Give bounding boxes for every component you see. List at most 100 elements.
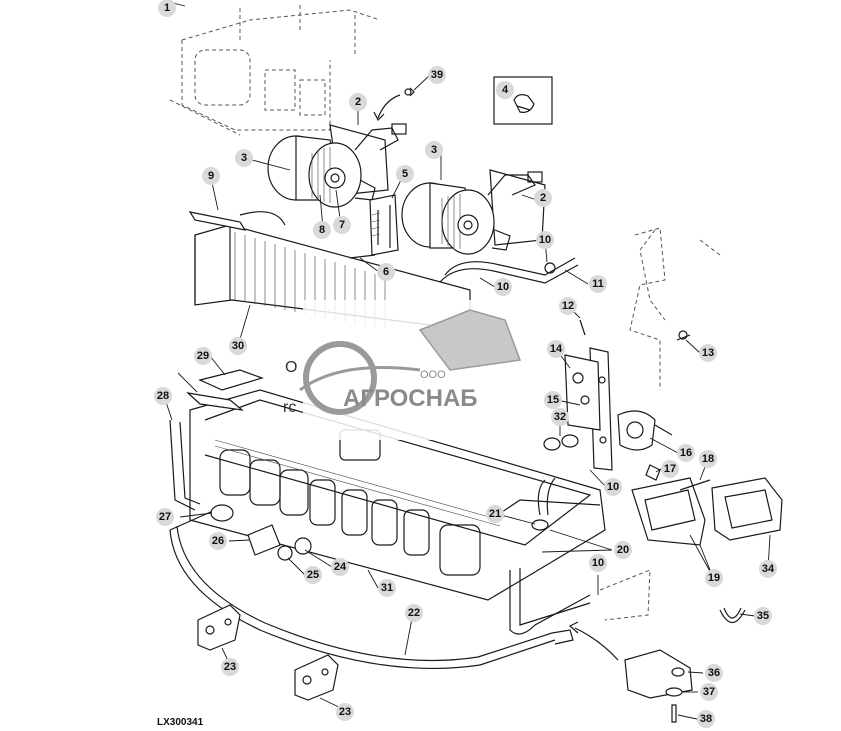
callout-circle <box>589 275 607 293</box>
callout-circle <box>229 337 247 355</box>
callout-26: 26 <box>209 532 227 550</box>
callout-number: 22 <box>408 607 420 619</box>
callout-number: 2 <box>540 192 546 204</box>
mount-bracket-b <box>294 654 339 701</box>
callout-circle <box>699 450 717 468</box>
callout-number: 20 <box>617 544 629 556</box>
callout-number: 10 <box>539 234 551 246</box>
callout-number: 3 <box>431 144 437 156</box>
callout-4: 4 <box>496 81 514 99</box>
clamp <box>719 607 746 624</box>
blower-motor-right <box>401 169 546 255</box>
callout-34: 34 <box>759 560 777 578</box>
mount-bracket-a <box>197 604 241 651</box>
callout-10: 10 <box>494 278 512 296</box>
callout-number: 1 <box>164 2 170 14</box>
callout-circle <box>154 387 172 405</box>
part-4-inset <box>493 76 553 125</box>
callout-14: 14 <box>547 340 565 358</box>
callout-12: 12 <box>559 297 577 315</box>
callout-number: 13 <box>702 347 714 359</box>
obscured-fragment-rc: rc <box>283 399 296 416</box>
callout-number: 11 <box>592 278 604 290</box>
callout-circle <box>700 683 718 701</box>
callout-circle <box>378 579 396 597</box>
callout-circle <box>754 607 772 625</box>
callout-number: 15 <box>547 394 559 406</box>
callout-circle <box>604 478 622 496</box>
callout-number: 35 <box>757 610 769 622</box>
callout-25: 25 <box>304 566 322 584</box>
callout-circle <box>536 231 554 249</box>
callout-10: 10 <box>604 478 622 496</box>
callout-circle <box>699 344 717 362</box>
watermark-brand: АГРОСНАБ <box>343 385 478 412</box>
callout-number: 18 <box>702 453 714 465</box>
callout-circle <box>534 189 552 207</box>
callout-circle <box>428 66 446 84</box>
callout-18: 18 <box>699 450 717 468</box>
callout-circle <box>697 710 715 728</box>
callout-39: 39 <box>428 66 446 84</box>
knobs-32 <box>543 434 579 451</box>
callout-circle <box>486 505 504 523</box>
callout-31: 31 <box>378 579 396 597</box>
callout-circle <box>589 554 607 572</box>
callout-circle <box>551 408 569 426</box>
callout-number: 27 <box>159 511 171 523</box>
callout-circle <box>331 558 349 576</box>
callout-number: 14 <box>550 343 563 355</box>
callout-28: 28 <box>154 387 172 405</box>
callout-circle <box>156 508 174 526</box>
callout-number: 31 <box>381 582 393 594</box>
callout-circle <box>235 149 253 167</box>
callout-8: 8 <box>313 221 331 239</box>
callout-circle <box>547 340 565 358</box>
callout-2: 2 <box>349 93 367 111</box>
callout-number: 19 <box>708 572 720 584</box>
callout-circle <box>194 347 212 365</box>
callout-circle <box>349 93 367 111</box>
motor-bracket <box>369 194 399 256</box>
callout-20: 20 <box>614 541 632 559</box>
callout-13: 13 <box>699 344 717 362</box>
callout-circle <box>304 566 322 584</box>
callout-circle <box>496 81 514 99</box>
callout-9: 9 <box>202 167 220 185</box>
callout-1: 1 <box>158 0 176 17</box>
seal-strips <box>169 369 264 511</box>
callout-number: 10 <box>607 481 619 493</box>
callout-23: 23 <box>221 658 239 676</box>
pillar-right <box>629 227 721 390</box>
callout-number: 5 <box>402 168 408 180</box>
callout-number: 4 <box>502 84 509 96</box>
callout-number: 37 <box>703 686 715 698</box>
callout-number: 8 <box>319 224 325 236</box>
callout-7: 7 <box>333 216 351 234</box>
callout-number: 6 <box>383 266 389 278</box>
small-parts <box>210 87 711 561</box>
callout-circle <box>705 664 723 682</box>
callout-circle <box>705 569 723 587</box>
callout-number: 10 <box>592 557 604 569</box>
air-duct <box>631 477 783 546</box>
callout-circle <box>405 604 423 622</box>
callout-circle <box>209 532 227 550</box>
callout-circle <box>759 560 777 578</box>
callout-10: 10 <box>589 554 607 572</box>
callout-30: 30 <box>229 337 247 355</box>
assembly-arrows <box>373 94 619 661</box>
temp-switch <box>617 410 673 451</box>
callout-32: 32 <box>551 408 569 426</box>
callout-number: 24 <box>334 561 347 573</box>
callout-circle <box>377 263 395 281</box>
callout-number: 2 <box>355 96 361 108</box>
hose-upper <box>439 257 579 284</box>
callout-number: 38 <box>700 713 712 725</box>
callout-number: 29 <box>197 350 209 362</box>
callout-circle <box>202 167 220 185</box>
callout-circle <box>494 278 512 296</box>
callout-number: 23 <box>224 661 236 673</box>
callout-11: 11 <box>589 275 607 293</box>
